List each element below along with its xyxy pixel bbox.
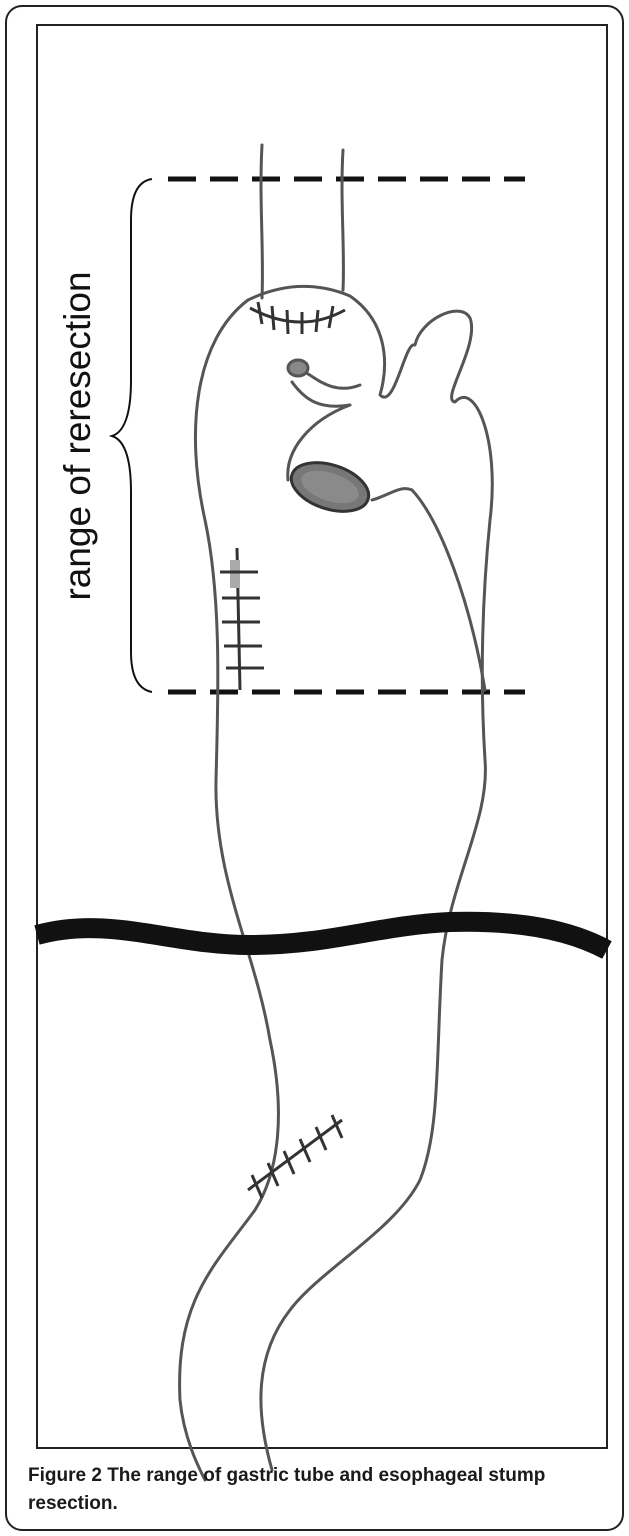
outer-border bbox=[6, 6, 623, 1530]
range-label: range of reresection bbox=[57, 271, 98, 600]
caption-label: Figure 2 bbox=[28, 1465, 102, 1486]
side-branch bbox=[288, 360, 360, 406]
diaphragm-line bbox=[37, 922, 607, 950]
lower-suture-icon bbox=[248, 1115, 342, 1198]
range-brace bbox=[112, 179, 152, 692]
top-suture-icon bbox=[250, 302, 345, 334]
lower-lobe bbox=[288, 405, 485, 690]
figure-box bbox=[37, 25, 607, 1448]
caption-text: The range of gastric tube and esophageal… bbox=[28, 1465, 545, 1514]
esophageal-stump bbox=[261, 145, 343, 298]
left-suture-icon bbox=[220, 548, 264, 690]
figure-caption: Figure 2 The range of gastric tube and e… bbox=[28, 1462, 598, 1518]
